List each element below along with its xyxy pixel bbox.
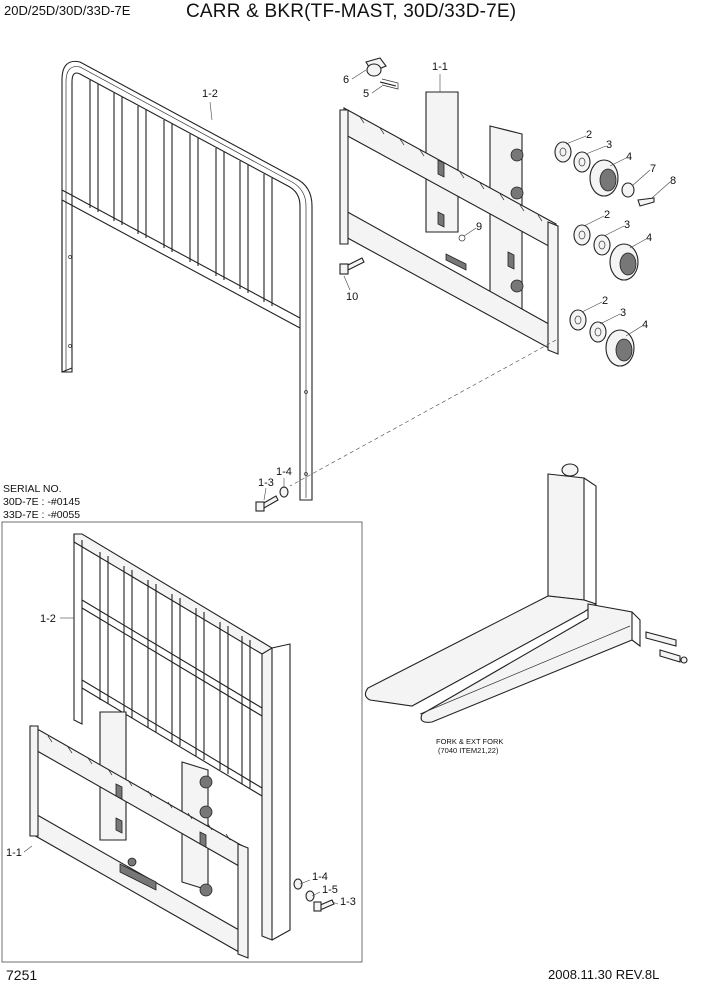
callout-3c: 3 bbox=[620, 307, 626, 319]
callout-5: 5 bbox=[363, 88, 369, 100]
callout-9: 9 bbox=[476, 221, 482, 233]
hardware-top bbox=[339, 57, 399, 275]
carriage-top bbox=[339, 91, 559, 355]
revision-date: 2008.11.30 REV.8L bbox=[548, 967, 660, 982]
roller-stack-1 bbox=[554, 141, 655, 207]
serial-inset-frame bbox=[1, 521, 363, 963]
fork-note-ref: (7040 ITEM21,22) bbox=[438, 746, 499, 755]
callout-1-3-bottom: 1-3 bbox=[340, 896, 356, 908]
callout-4c: 4 bbox=[642, 319, 648, 331]
callout-2b: 2 bbox=[604, 209, 610, 221]
callout-7: 7 bbox=[650, 163, 656, 175]
fork-note-title: FORK & EXT FORK bbox=[436, 737, 504, 746]
serial-line-33d: 33D-7E : -#0055 bbox=[3, 509, 81, 521]
top-callouts: 1-2 1-1 6 5 2 3 4 7 8 2 3 4 9 10 2 3 4 1… bbox=[202, 61, 676, 501]
callout-4b: 4 bbox=[646, 232, 652, 244]
fork bbox=[364, 463, 688, 723]
roller-stack-2 bbox=[573, 224, 639, 281]
page-number: 7251 bbox=[6, 967, 38, 983]
callout-1-1-bottom: 1-1 bbox=[6, 847, 22, 859]
bolt-washer-top bbox=[255, 486, 289, 512]
callout-3b: 3 bbox=[624, 219, 630, 231]
callout-3a: 3 bbox=[606, 139, 612, 151]
callout-2a: 2 bbox=[586, 129, 592, 141]
serial-line-30d: 30D-7E : -#0145 bbox=[3, 496, 81, 508]
serial-heading: SERIAL NO. bbox=[3, 483, 62, 495]
callout-1-4-bottom: 1-4 bbox=[312, 871, 328, 883]
callout-1-1-top: 1-1 bbox=[432, 61, 448, 73]
callout-2c: 2 bbox=[602, 295, 608, 307]
roller-stack-3 bbox=[569, 309, 635, 367]
bottom-callouts: 1-2 1-1 1-4 1-5 1-3 bbox=[6, 613, 356, 908]
callout-1-3-top: 1-3 bbox=[258, 477, 274, 489]
callout-8: 8 bbox=[670, 175, 676, 187]
hardware-bottom bbox=[293, 878, 335, 912]
callout-10: 10 bbox=[346, 291, 358, 303]
callout-1-4-top: 1-4 bbox=[276, 466, 292, 478]
callout-4a: 4 bbox=[626, 151, 632, 163]
callout-1-2-bottom: 1-2 bbox=[40, 613, 56, 625]
callout-1-5-bottom: 1-5 bbox=[322, 884, 338, 896]
callout-6: 6 bbox=[343, 74, 349, 86]
model-codes: 20D/25D/30D/33D-7E bbox=[4, 3, 131, 18]
carriage-bottom bbox=[29, 711, 249, 959]
page-title: CARR & BKR(TF-MAST, 30D/33D-7E) bbox=[186, 1, 517, 22]
load-backrest-top bbox=[61, 60, 313, 501]
load-backrest-bottom bbox=[73, 533, 291, 941]
callout-1-2-top: 1-2 bbox=[202, 88, 218, 100]
